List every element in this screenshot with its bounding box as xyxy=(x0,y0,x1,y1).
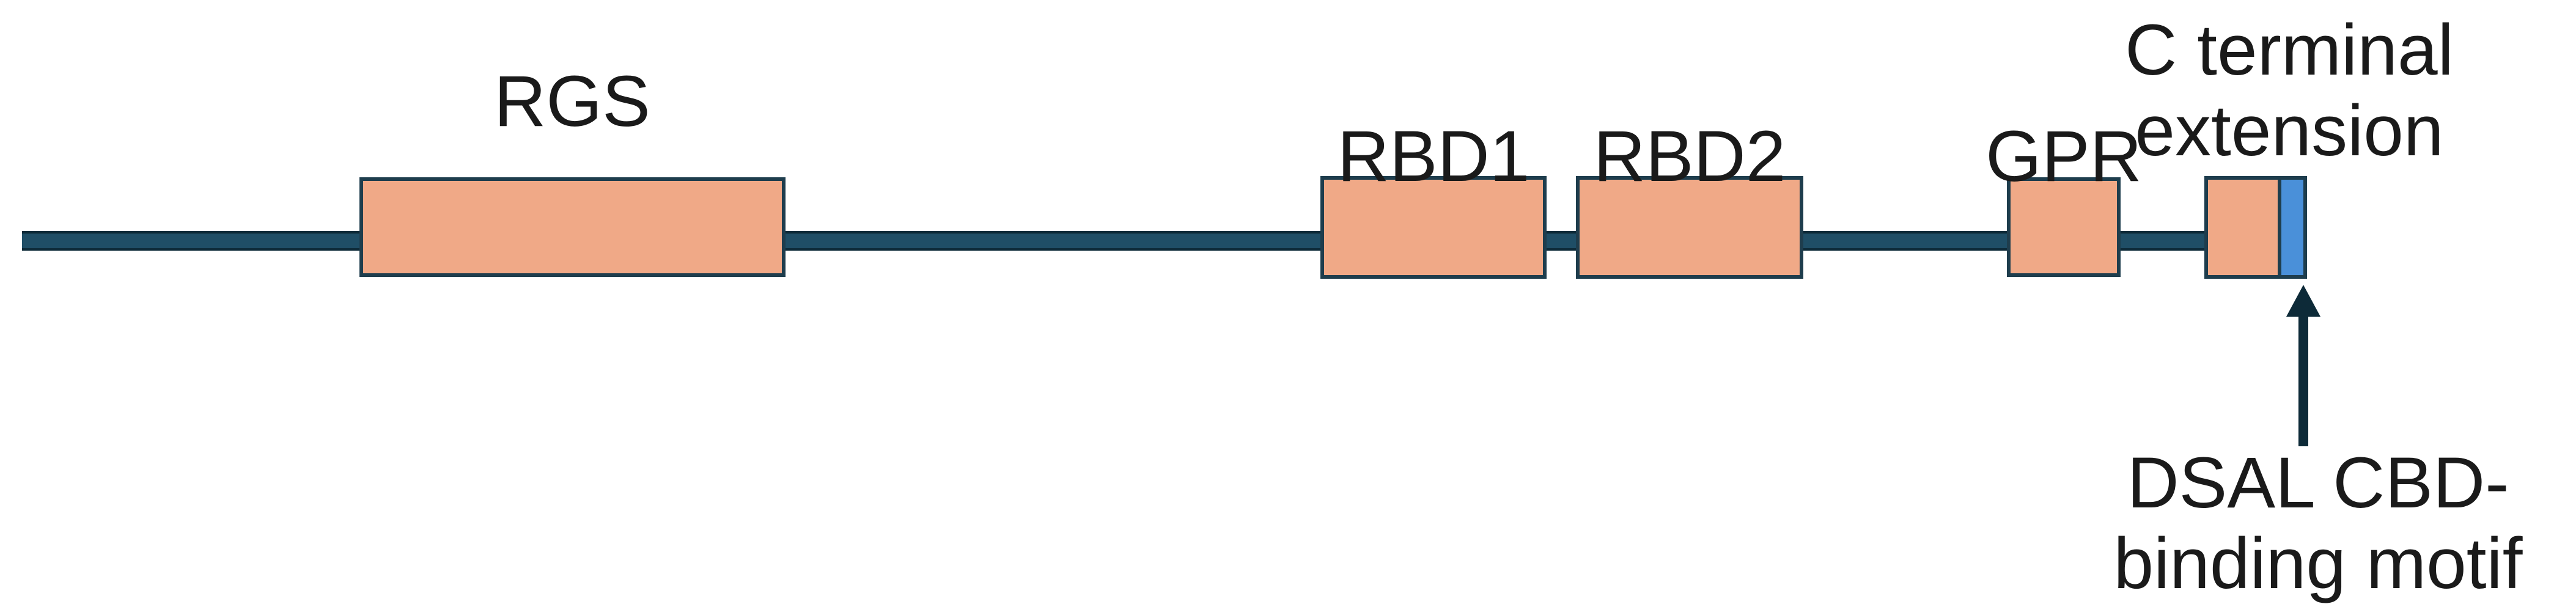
dsal-motif-segment xyxy=(2278,176,2307,279)
c-terminal-extension-box xyxy=(2204,176,2281,279)
rgs-domain-box xyxy=(359,177,786,277)
rbd1-domain-label: RBD1 xyxy=(1337,116,1530,197)
gpr-domain-box xyxy=(2007,177,2121,277)
motif-arrow-shaft xyxy=(2298,312,2308,446)
dsal-motif-label: DSAL CBD- binding motif xyxy=(2113,443,2522,604)
protein-backbone-line xyxy=(22,231,2253,251)
c-terminal-label-line2: extension xyxy=(2135,90,2444,172)
motif-label-line1: DSAL CBD- xyxy=(2127,443,2509,523)
motif-arrow-head xyxy=(2286,285,2320,317)
gpr-domain-label: GPR xyxy=(1985,116,2142,197)
rgs-domain-label: RGS xyxy=(494,61,650,142)
c-terminal-label-line1: C terminal xyxy=(2125,10,2454,90)
rbd2-domain-box xyxy=(1576,176,1803,279)
c-terminal-extension-label: C terminal extension xyxy=(2125,10,2454,171)
motif-label-line2: binding motif xyxy=(2113,523,2523,604)
rbd2-domain-label: RBD2 xyxy=(1593,116,1786,197)
rbd1-domain-box xyxy=(1320,176,1547,279)
